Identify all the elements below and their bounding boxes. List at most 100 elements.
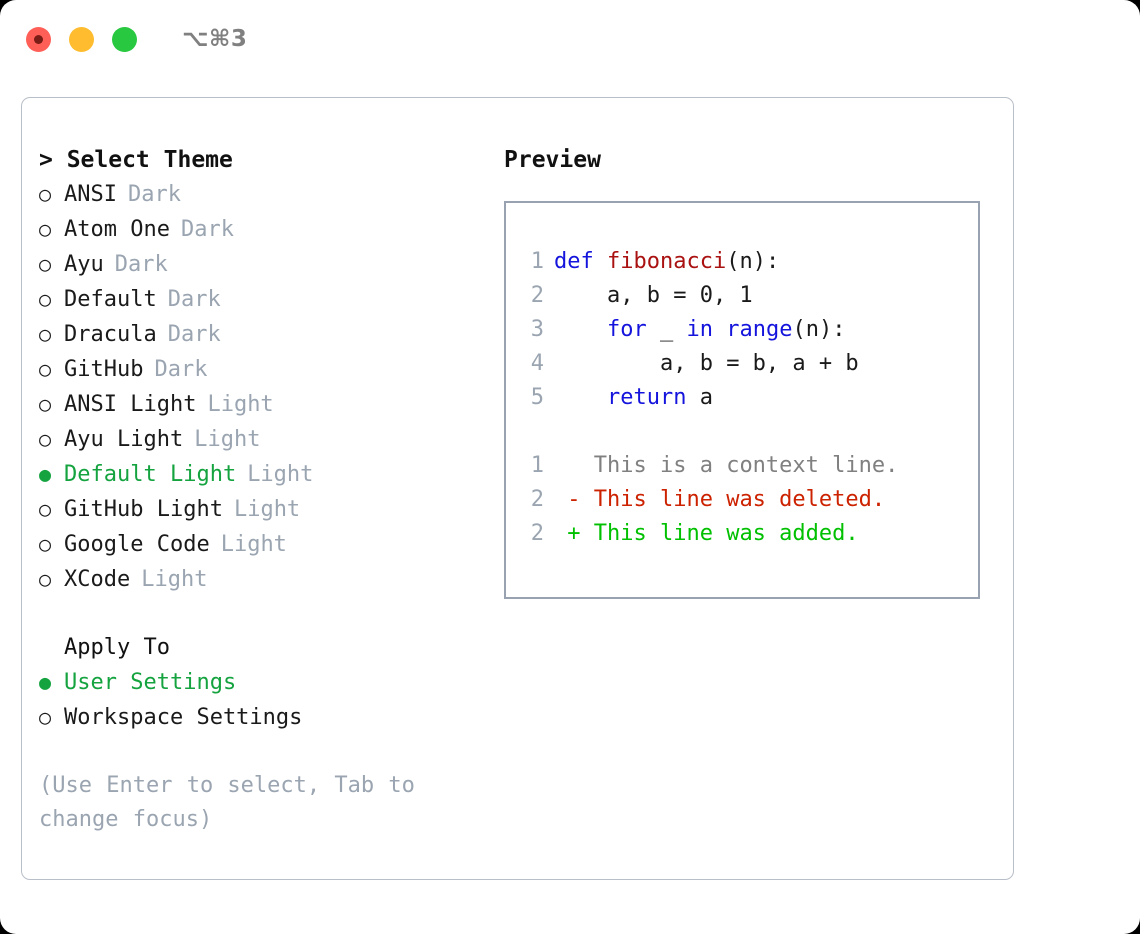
theme-list-item[interactable]: ○ Google Code Light: [39, 527, 492, 562]
theme-list-item[interactable]: ○ Default Dark: [39, 282, 492, 317]
apply-to-label: User Settings: [64, 670, 237, 695]
radio-unselected-icon: ○: [39, 182, 52, 206]
list-spacer: [39, 597, 492, 631]
diff-sign: [554, 449, 581, 483]
diff-line: 1 This is a context line.: [516, 449, 978, 483]
apply-to-header: Apply To: [64, 635, 170, 660]
line-number: 4: [530, 351, 544, 376]
theme-category-label: Dark: [127, 182, 181, 207]
radio-selected-icon: ●: [39, 670, 52, 694]
diff-line: 2 - This line was deleted.: [516, 483, 978, 517]
theme-name-label: Default Light: [64, 462, 237, 487]
theme-list-item[interactable]: ○ GitHub Light Light: [39, 492, 492, 527]
code-token-kw: return: [606, 385, 687, 410]
radio-unselected-icon: ○: [39, 427, 52, 451]
code-token-plain: [713, 317, 726, 342]
close-button-icon[interactable]: [26, 26, 51, 52]
code-token-plain: _: [646, 317, 687, 342]
code-token-fn: fibonacci: [607, 249, 727, 274]
theme-list-item[interactable]: ● Default Light Light: [39, 457, 492, 492]
diff-sign: +: [554, 521, 581, 546]
theme-name-label: ANSI: [64, 182, 117, 207]
code-line: 3 for _ in range(n):: [516, 313, 978, 347]
radio-unselected-icon: ○: [39, 705, 52, 729]
code-diff-separator: [516, 415, 978, 449]
select-theme-header: > Select Theme: [39, 147, 233, 173]
minimize-button-icon[interactable]: [69, 26, 94, 52]
code-token-plain: a, b = 0, 1: [606, 283, 753, 308]
theme-category-label: Dark: [180, 217, 234, 242]
diff-line-number: 1: [530, 453, 544, 478]
radio-unselected-icon: ○: [39, 217, 52, 241]
maximize-button-icon[interactable]: [112, 26, 137, 52]
code-line-text: def fibonacci(n):: [554, 245, 779, 279]
radio-unselected-icon: ○: [39, 392, 52, 416]
theme-name-label: Ayu: [64, 252, 104, 277]
title-bar: ⌥⌘3: [0, 0, 1140, 78]
theme-name-label: Google Code: [64, 532, 210, 557]
keyboard-hint-text: (Use Enter to select, Tab to change focu…: [39, 773, 430, 832]
code-token-kw: def: [554, 249, 594, 274]
theme-category-label: Light: [220, 532, 287, 557]
theme-category-label: Light: [247, 462, 314, 487]
apply-to-item[interactable]: ● User Settings: [39, 665, 492, 700]
code-line: 1 def fibonacci(n):: [516, 245, 978, 279]
theme-name-label: ANSI Light: [64, 392, 197, 417]
diff-line: 2 + This line was added.: [516, 517, 978, 551]
radio-unselected-icon: ○: [39, 287, 52, 311]
theme-name-label: Ayu Light: [64, 427, 184, 452]
code-line: 2 a, b = 0, 1: [516, 279, 978, 313]
theme-name-label: Default: [64, 287, 157, 312]
code-token-kw: for: [606, 317, 647, 342]
code-token-plain: (n):: [726, 249, 780, 274]
theme-category-label: Dark: [167, 287, 221, 312]
code-token-kw: in: [686, 317, 713, 342]
code-token-plain: (n):: [792, 317, 846, 342]
code-line-text: return a: [554, 381, 713, 415]
radio-unselected-icon: ○: [39, 322, 52, 346]
theme-category-label: Dark: [167, 322, 221, 347]
hint-spacer: [39, 735, 492, 769]
radio-unselected-icon: ○: [39, 567, 52, 591]
diff-line-text: This line was added.: [580, 521, 859, 546]
diff-line-text: This line was deleted.: [580, 487, 886, 512]
radio-unselected-icon: ○: [39, 497, 52, 521]
radio-unselected-icon: ○: [39, 532, 52, 556]
code-token-plain: a, b = b, a + b: [659, 351, 859, 376]
theme-category-label: Dark: [154, 357, 208, 382]
theme-list-item[interactable]: ○ GitHub Dark: [39, 352, 492, 387]
theme-list-item[interactable]: ○ ANSI Dark: [39, 177, 492, 212]
code-line: 5 return a: [516, 381, 978, 415]
code-token-plain: [594, 249, 607, 274]
line-number: 2: [530, 283, 544, 308]
line-number: 5: [530, 385, 544, 410]
line-number: 1: [530, 249, 544, 274]
apply-to-item[interactable]: ○Workspace Settings: [39, 700, 492, 735]
radio-selected-icon: ●: [39, 462, 52, 486]
keyboard-shortcut-label: ⌥⌘3: [182, 26, 248, 52]
theme-name-label: GitHub Light: [64, 497, 223, 522]
preview-title: Preview: [504, 147, 601, 173]
radio-unselected-icon: ○: [39, 357, 52, 381]
theme-category-label: Light: [233, 497, 301, 522]
apply-to-list: ● User Settings ○Workspace Settings: [39, 665, 492, 735]
radio-unselected-icon: ○: [39, 252, 52, 276]
theme-name-label: GitHub: [64, 357, 144, 382]
line-number: 3: [530, 317, 544, 342]
diff-line-number: 2: [530, 521, 544, 546]
theme-category-label: Light: [141, 567, 208, 592]
code-line-text: a, b = b, a + b: [554, 347, 859, 381]
diff-sign: -: [554, 487, 581, 512]
